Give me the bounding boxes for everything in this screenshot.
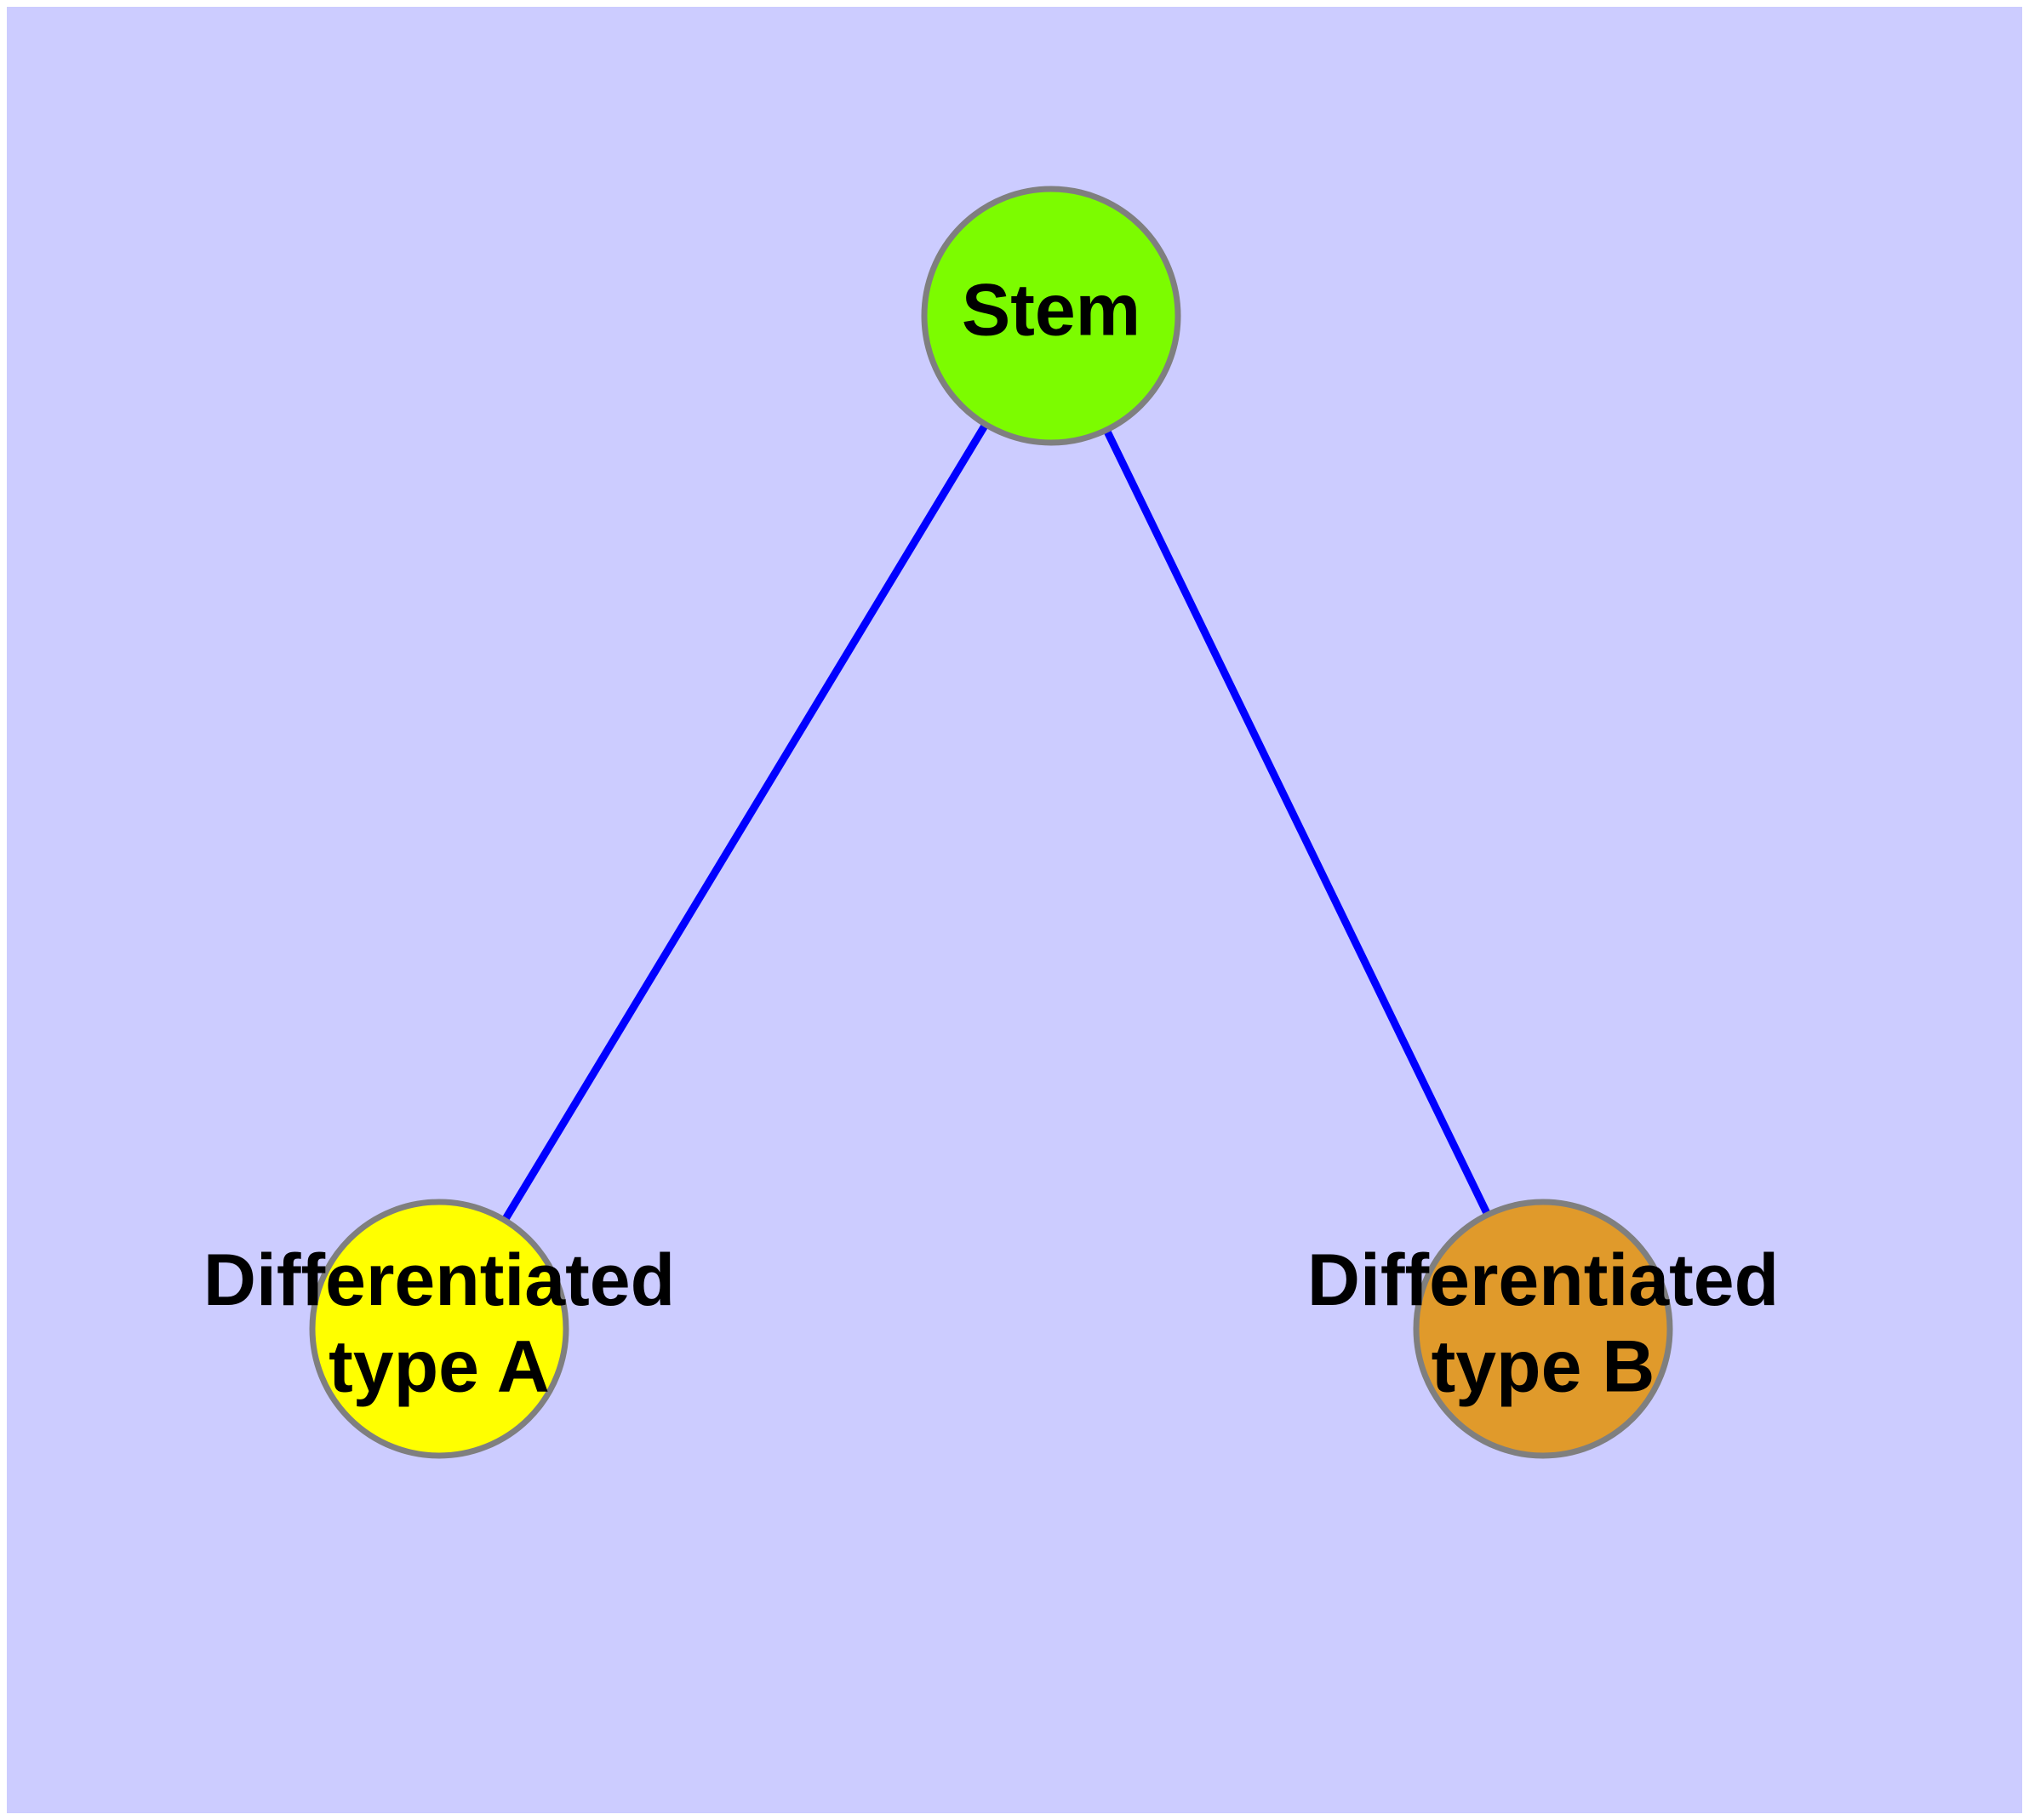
- node-differentiated-type-b-circle[interactable]: [1413, 1199, 1673, 1459]
- node-stem-label: Stem: [962, 270, 1140, 352]
- node-differentiated-type-b-label-line-1: Differentiated: [1307, 1239, 1779, 1321]
- edge-layer: [501, 422, 1491, 1222]
- diagram-plot-area: Stem Differentiated type A Differentiate…: [7, 7, 2022, 1813]
- graph-svg: Stem Differentiated type A Differentiate…: [203, 186, 1779, 1459]
- node-differentiated-type-b-label-line-2: type B: [1432, 1325, 1655, 1407]
- node-differentiated-type-a-label-line-1: Differentiated: [203, 1239, 675, 1321]
- node-differentiated-type-a[interactable]: Differentiated type A: [203, 1199, 675, 1459]
- node-stem[interactable]: Stem: [921, 186, 1181, 446]
- node-differentiated-type-a-label-line-2: type A: [329, 1325, 550, 1407]
- edge-stem-to-differentiated-type-b[interactable]: [1103, 428, 1491, 1216]
- node-differentiated-type-b[interactable]: Differentiated type B: [1307, 1199, 1779, 1459]
- edge-stem-to-differentiated-type-a[interactable]: [501, 422, 989, 1222]
- node-differentiated-type-a-circle[interactable]: [309, 1199, 569, 1459]
- node-stem-circle[interactable]: [921, 186, 1181, 446]
